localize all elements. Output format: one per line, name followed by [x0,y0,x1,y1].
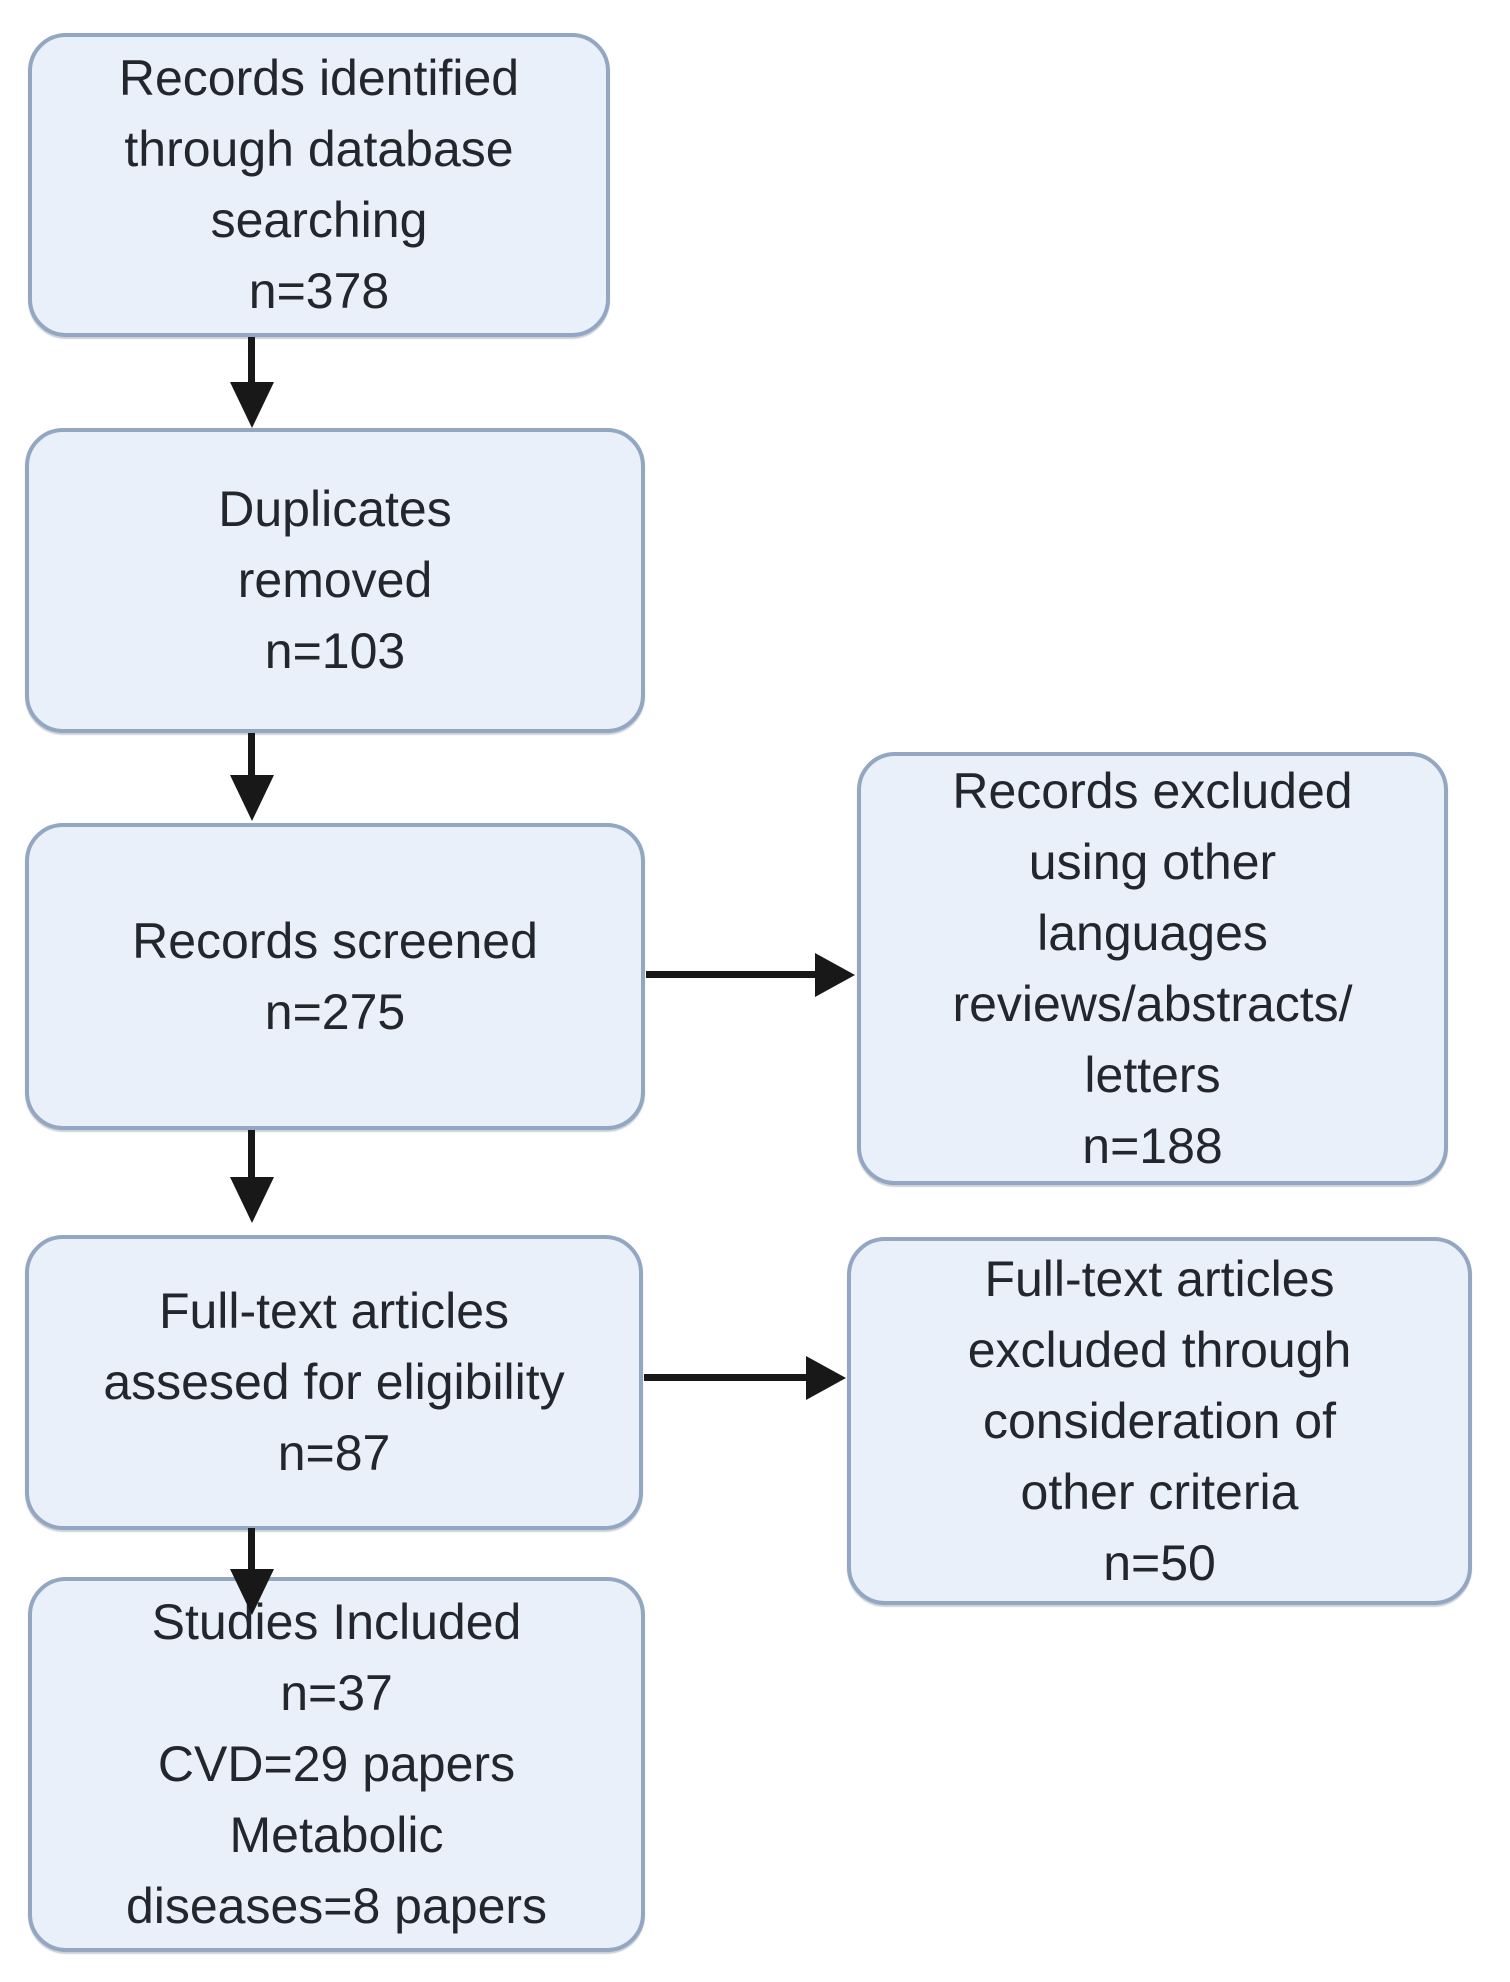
node-fulltext-excluded: Full-text articles excluded through cons… [847,1237,1472,1605]
node-records-excluded: Records excluded using other languages r… [857,752,1448,1185]
arrow-down-icon [230,382,274,428]
node-text-line: searching [210,192,428,248]
arrow-fulltext-to-excluded-shaft [644,1374,812,1381]
arrow-duplicates-to-screened-shaft [248,733,255,779]
node-text-line: Records excluded [952,762,1353,819]
node-fulltext-assessed: Full-text articles assesed for eligibili… [25,1235,643,1530]
node-studies-included: Studies Included n=37 CVD=29 papers Meta… [28,1577,645,1952]
arrow-fulltext-to-included-shaft [248,1528,255,1574]
node-text-line: removed [237,552,433,608]
node-text-line: consideration of [982,1392,1336,1449]
node-records-identified: Records identified through database sear… [28,33,610,337]
node-text-line: n=50 [1103,1534,1216,1591]
node-text-line: Full-text articles [984,1250,1335,1307]
arrow-screened-to-fulltext-shaft [248,1130,255,1182]
node-text-line: through database [124,121,514,177]
arrow-right-icon [815,953,855,997]
node-text-line: Studies Included [151,1594,522,1650]
node-text-line: Full-text articles [158,1283,510,1339]
arrow-down-icon [230,775,274,821]
node-text-line: n=37 [280,1665,393,1721]
node-text-line: using other [1028,833,1277,890]
arrow-down-icon [230,1569,274,1615]
arrow-down-icon [230,1177,274,1223]
node-text-line: Records identified [118,50,520,106]
node-text-line: letters [1084,1046,1221,1103]
node-text-line: assesed for eligibility [103,1354,565,1410]
node-text-line: Metabolic [229,1807,444,1863]
arrow-screened-to-excluded-shaft [646,971,818,978]
node-text-line: n=378 [248,263,390,319]
node-records-screened: Records screened n=275 [25,823,645,1130]
node-text-line: n=87 [277,1425,391,1481]
node-text-line: Duplicates [218,481,452,537]
node-text-line: n=103 [264,623,406,679]
arrow-right-icon [806,1356,846,1400]
node-text-line: reviews/abstracts/ [952,975,1353,1032]
node-text-line: excluded through [967,1321,1352,1378]
node-duplicates-removed: Duplicates removed n=103 [25,428,645,733]
node-text-line: diseases=8 papers [125,1878,548,1934]
node-text-line: CVD=29 papers [157,1736,516,1792]
node-text-line: n=275 [264,983,406,1040]
node-text-line: Records screened [132,912,538,969]
node-text-line: other criteria [1020,1463,1299,1520]
arrow-identified-to-duplicates-shaft [248,337,255,387]
node-text-line: n=188 [1082,1117,1223,1174]
node-text-line: languages [1037,904,1268,961]
